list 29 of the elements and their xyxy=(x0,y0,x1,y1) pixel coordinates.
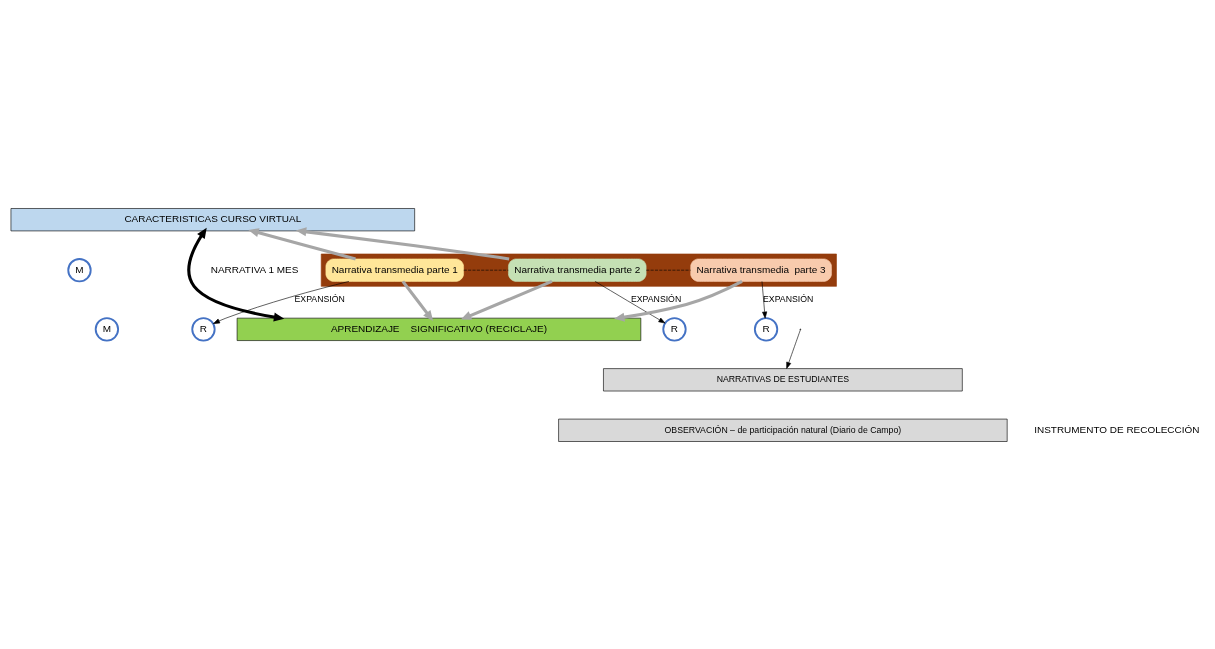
connector xyxy=(463,269,509,270)
node-box: OBSERVACIÓN – de participación natural (Diario de Campo) xyxy=(558,418,1008,442)
arrow xyxy=(614,279,743,322)
node-circle: R xyxy=(662,316,687,341)
arrow xyxy=(213,280,350,324)
node-box: APRENDIZAJE SIGNIFICATIVO (RECICLAJE) xyxy=(236,317,642,341)
arrow xyxy=(786,329,801,369)
label: INSTRUMENTO DE RECOLECCIÓN xyxy=(1034,423,1200,435)
arrow xyxy=(401,279,434,321)
arrow xyxy=(594,280,666,323)
node-circle: M xyxy=(94,316,120,341)
edge-label: EXPANSIÓN xyxy=(763,293,814,304)
node-circle: R xyxy=(191,316,216,341)
edge-label: EXPANSIÓN xyxy=(630,293,682,304)
edge-label: EXPANSIÓN xyxy=(294,293,345,304)
arrow xyxy=(187,227,285,322)
cluster xyxy=(320,253,837,287)
node-box: CARACTERISTICAS CURSO VIRTUAL xyxy=(10,207,415,231)
node-box: Narrativa transmedia parte 1 xyxy=(325,258,464,282)
node-box: Narrativa transmedia parte 2 xyxy=(508,258,647,282)
arrow xyxy=(761,280,768,318)
node-circle: M xyxy=(67,257,92,282)
connector xyxy=(645,269,691,270)
arrow xyxy=(295,226,510,260)
arrow xyxy=(248,227,356,260)
label: NARRATIVA 1 MES xyxy=(210,263,299,275)
node-box: NARRATIVAS DE ESTUDIANTES xyxy=(603,367,963,391)
node-circle: R xyxy=(753,316,779,341)
node-box: Narrativa transmedia parte 3 xyxy=(690,258,832,282)
